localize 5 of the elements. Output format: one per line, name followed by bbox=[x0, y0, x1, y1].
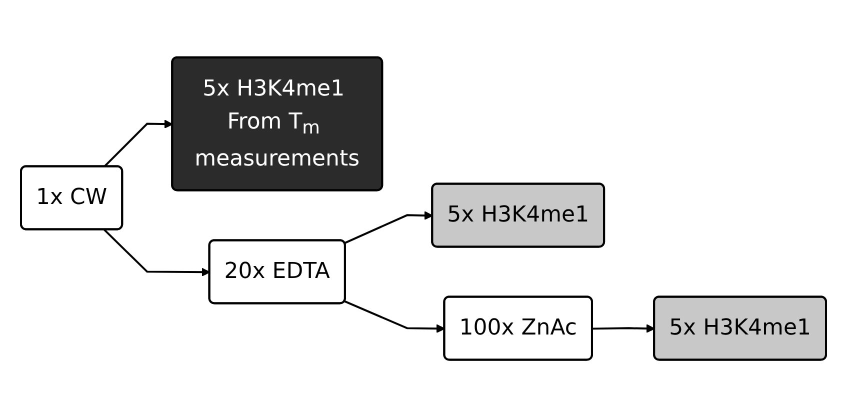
arrow bbox=[344, 211, 433, 244]
arrow bbox=[103, 229, 210, 277]
arrow bbox=[344, 300, 445, 333]
arrow bbox=[103, 120, 173, 168]
arrow bbox=[592, 324, 654, 333]
